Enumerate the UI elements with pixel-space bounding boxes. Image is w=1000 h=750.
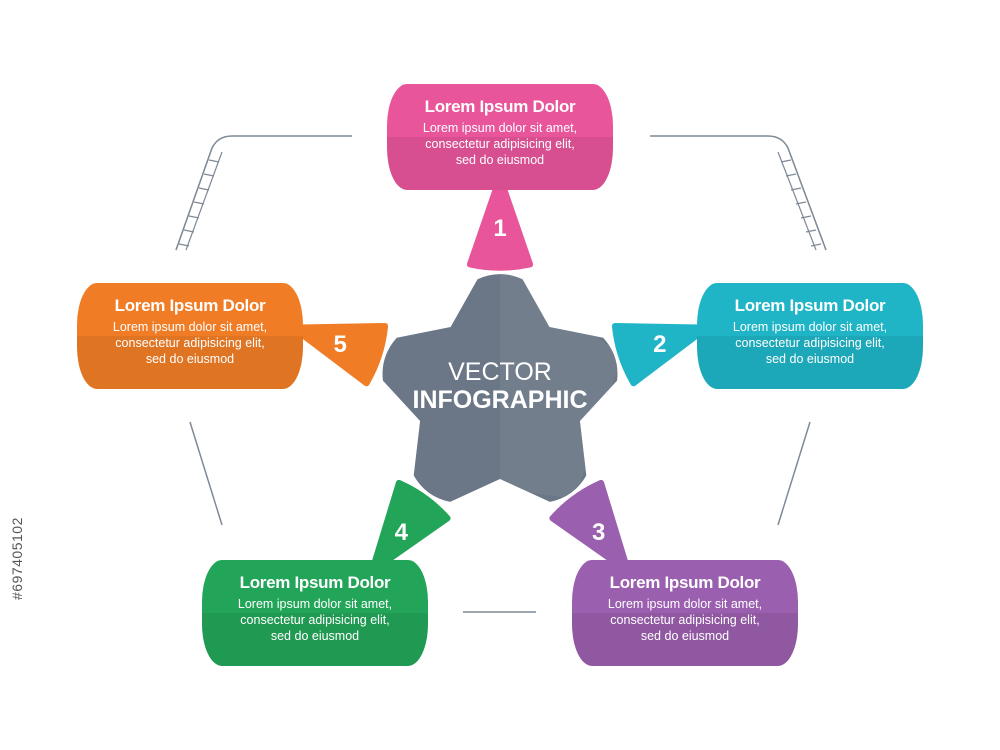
step-4-text-line-3: sed do eiusmod (270, 629, 360, 643)
number-label-2: 2 (653, 331, 666, 358)
step-4-title: Lorem Ipsum Dolor (239, 573, 391, 592)
step-1-text-line-2: consectetur adipisicing elit, (425, 137, 575, 151)
number-tips: 1 2 3 4 5 (289, 174, 711, 575)
step-1-card: Lorem Ipsum Dolor Lorem ipsum dolor sit … (387, 84, 613, 190)
number-label-1: 1 (493, 215, 506, 242)
number-label-4: 4 (395, 519, 409, 546)
center-title-line1: VECTOR (448, 358, 552, 386)
number-tip-shape-3 (549, 479, 632, 575)
step-4-card: Lorem Ipsum Dolor Lorem ipsum dolor sit … (202, 560, 428, 666)
ladder-left (175, 147, 223, 251)
step-2-text-line-3: sed do eiusmod (765, 352, 855, 366)
connector-top-left (175, 135, 352, 251)
number-label-3: 3 (592, 519, 605, 546)
number-tip-shape-2 (611, 323, 711, 387)
step-3-text-line-3: sed do eiusmod (640, 629, 730, 643)
connector-top-right (650, 135, 827, 251)
connector-right (777, 421, 811, 526)
step-1-title: Lorem Ipsum Dolor (424, 97, 576, 116)
step-4-text-line-2: consectetur adipisicing elit, (240, 613, 390, 627)
step-3-title: Lorem Ipsum Dolor (609, 573, 761, 592)
step-5-card: Lorem Ipsum Dolor Lorem ipsum dolor sit … (77, 283, 303, 389)
number-label-5: 5 (334, 331, 347, 358)
number-tip-3: 3 (549, 479, 632, 575)
connector-lines (175, 135, 827, 613)
step-5-text-line-3: sed do eiusmod (145, 352, 235, 366)
step-3-card: Lorem Ipsum Dolor Lorem ipsum dolor sit … (572, 560, 798, 666)
step-2-card: Lorem Ipsum Dolor Lorem ipsum dolor sit … (697, 283, 923, 389)
stock-id-label: #697405102 (9, 517, 25, 600)
step-1-text-line-3: sed do eiusmod (455, 153, 545, 167)
number-tip-2: 2 (611, 323, 711, 387)
step-5-text-line-1: Lorem ipsum dolor sit amet, (112, 320, 268, 334)
step-5-text-line-2: consectetur adipisicing elit, (115, 336, 265, 350)
ladder-right (777, 147, 827, 251)
number-tip-4: 4 (368, 479, 451, 575)
number-tip-5: 5 (289, 323, 389, 387)
connector-left (189, 421, 223, 526)
step-3-text-line-1: Lorem ipsum dolor sit amet, (607, 597, 763, 611)
step-1-text-line-1: Lorem ipsum dolor sit amet, (422, 121, 578, 135)
step-3-text-line-2: consectetur adipisicing elit, (610, 613, 760, 627)
number-tip-shape-4 (368, 479, 451, 575)
step-4-text-line-1: Lorem ipsum dolor sit amet, (237, 597, 393, 611)
number-tip-1: 1 (466, 174, 534, 271)
center-title-line2: INFOGRAPHIC (413, 386, 588, 414)
step-2-text-line-1: Lorem ipsum dolor sit amet, (732, 320, 888, 334)
step-5-title: Lorem Ipsum Dolor (114, 296, 266, 315)
number-tip-shape-1 (466, 174, 534, 271)
step-2-text-line-2: consectetur adipisicing elit, (735, 336, 885, 350)
number-tip-shape-5 (289, 323, 389, 387)
step-2-title: Lorem Ipsum Dolor (734, 296, 886, 315)
